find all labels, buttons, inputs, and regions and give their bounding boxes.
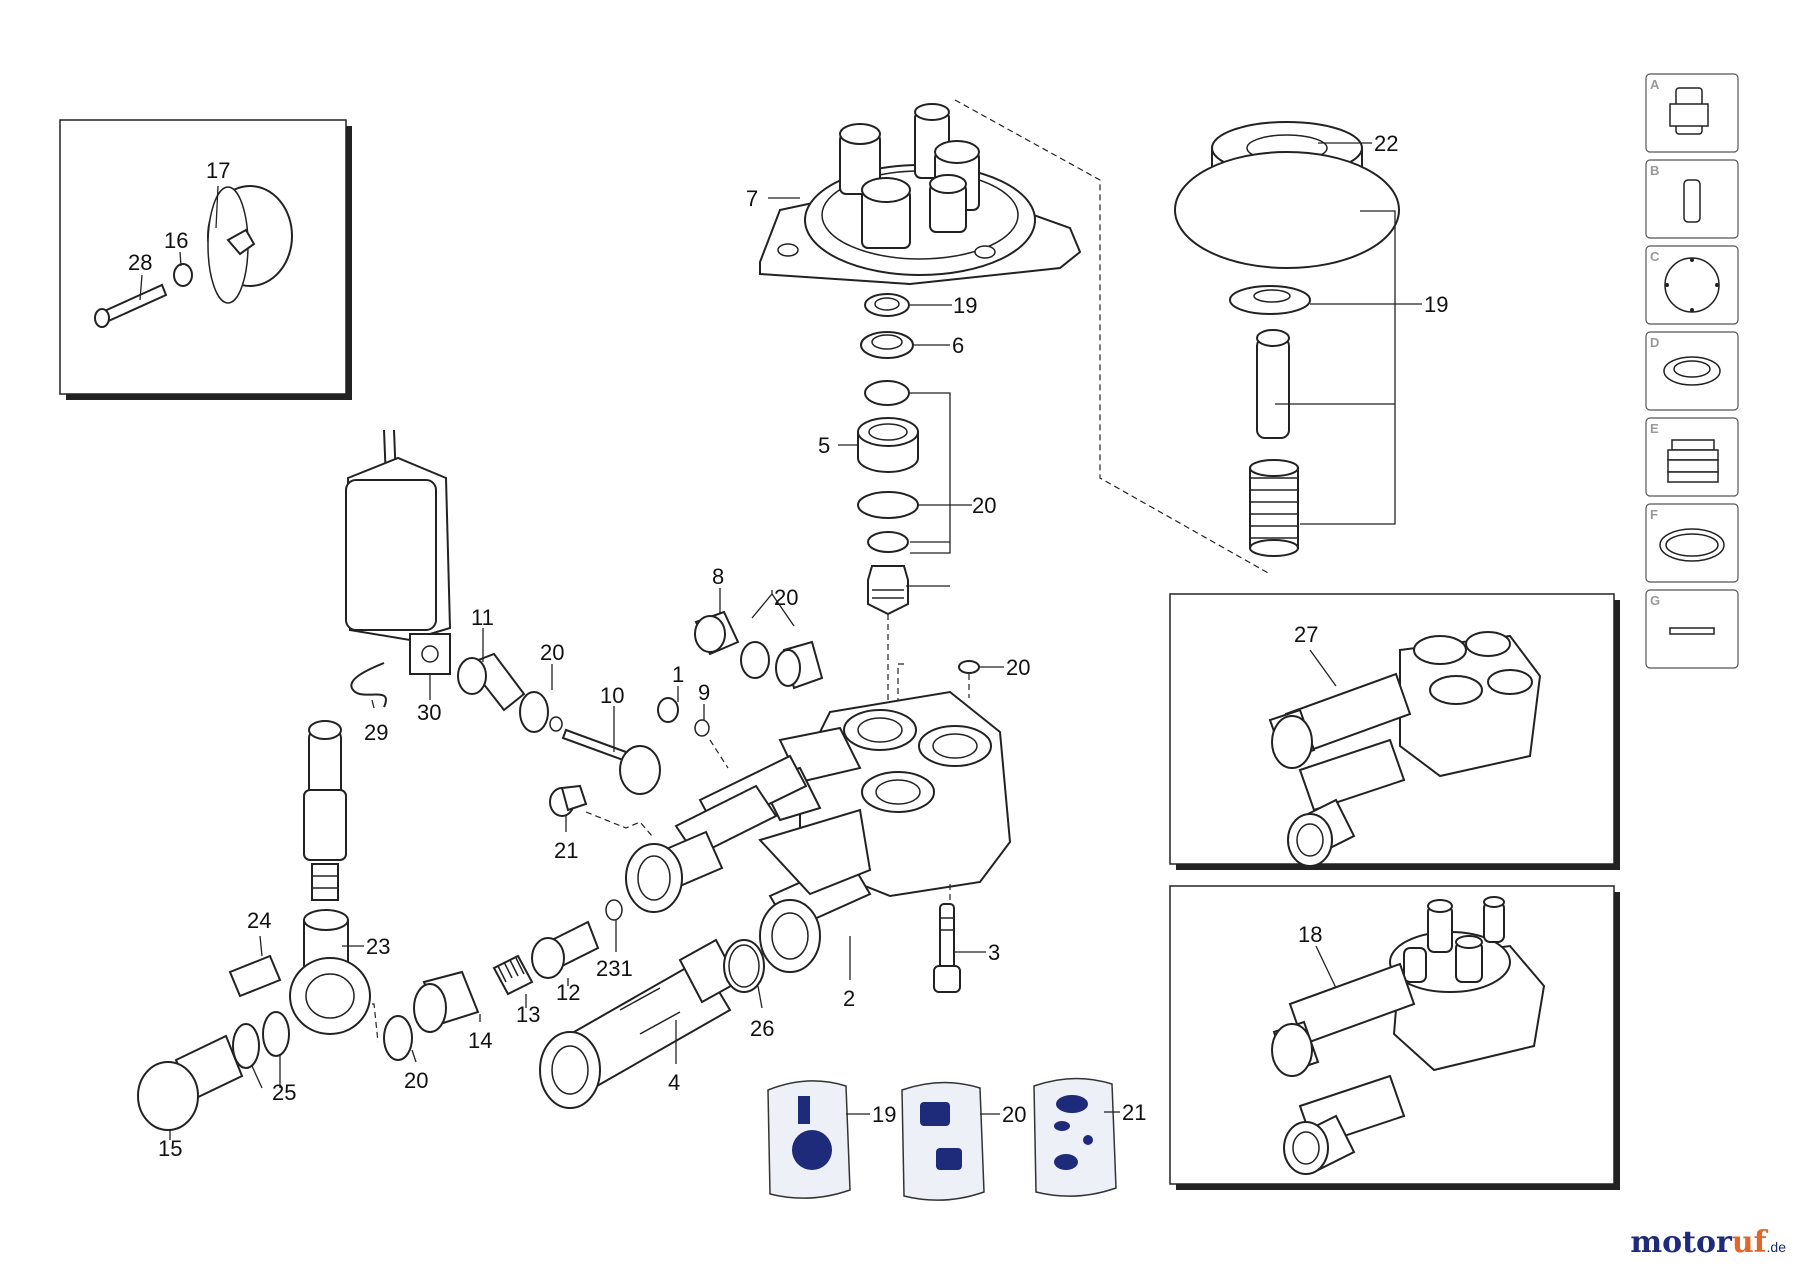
tile-label-d: D xyxy=(1650,335,1659,350)
callout-20-bypass: 20 xyxy=(540,640,564,665)
callout-16: 16 xyxy=(164,228,188,253)
callout-20-small: 20 xyxy=(1006,655,1030,680)
kit-bag-20 xyxy=(901,1081,985,1201)
bypass-parts xyxy=(457,652,710,795)
callout-19-stack: 19 xyxy=(953,293,977,318)
plug-8-parts xyxy=(694,610,824,690)
inset-detail-top-left: 17 16 28 xyxy=(59,119,352,400)
callout-17: 17 xyxy=(206,158,230,183)
check-valve-parts xyxy=(413,899,623,1033)
callout-8: 8 xyxy=(712,564,724,589)
kit-bag-21 xyxy=(1033,1077,1117,1197)
callout-29: 29 xyxy=(364,720,388,745)
callout-9: 9 xyxy=(698,680,710,705)
callout-23: 23 xyxy=(366,934,390,959)
callout-14: 14 xyxy=(468,1028,492,1053)
tile-label-c: C xyxy=(1650,249,1660,264)
variant-tiles: A B C D E F G xyxy=(1645,73,1739,669)
outlet-parts xyxy=(137,720,413,1131)
callout-24: 24 xyxy=(247,908,271,933)
callout-20-stack: 20 xyxy=(972,493,996,518)
callout-5: 5 xyxy=(818,433,830,458)
callout-11: 11 xyxy=(471,605,494,630)
callout-7: 7 xyxy=(746,186,758,211)
tile-label-b: B xyxy=(1650,163,1659,178)
tile-label-f: F xyxy=(1650,507,1658,522)
callout-21-plug: 21 xyxy=(554,838,578,863)
callout-20-outlet: 20 xyxy=(404,1068,428,1093)
callout-30: 30 xyxy=(417,700,441,725)
inset-variant-27 xyxy=(1169,593,1620,870)
callout-1: 1 xyxy=(672,662,684,687)
inset-variant-18 xyxy=(1169,885,1620,1190)
part-2-pump-housing xyxy=(625,690,1012,973)
callout-18: 18 xyxy=(1298,922,1322,947)
kit-bag-19 xyxy=(767,1080,851,1199)
callout-19-right: 19 xyxy=(1424,292,1448,317)
part-3-bolt xyxy=(933,903,961,993)
callout-12: 12 xyxy=(556,980,580,1005)
tile-label-e: E xyxy=(1650,421,1659,436)
callout-20-kit: 20 xyxy=(1002,1102,1026,1127)
unloader-housing xyxy=(345,429,452,708)
callout-231: 231 xyxy=(596,956,633,981)
callout-2: 2 xyxy=(843,986,855,1011)
callout-15: 15 xyxy=(158,1136,182,1161)
valve-stack xyxy=(857,293,919,616)
callout-10: 10 xyxy=(600,683,624,708)
motoruf-logo-icon: motoruf.de xyxy=(1630,1225,1786,1260)
tile-label-a: A xyxy=(1650,77,1660,92)
callout-3: 3 xyxy=(988,940,1000,965)
callout-28: 28 xyxy=(128,250,152,275)
tile-label-g: G xyxy=(1650,593,1660,608)
part-4-inlet-fitting xyxy=(539,938,740,1109)
part-7-cylinder-head xyxy=(759,103,1082,286)
callout-20-plug: 20 xyxy=(774,585,798,610)
callout-22: 22 xyxy=(1374,131,1398,156)
callout-6: 6 xyxy=(952,333,964,358)
callout-13: 13 xyxy=(516,1002,540,1027)
callout-19-kit: 19 xyxy=(872,1102,896,1127)
callout-27: 27 xyxy=(1294,622,1318,647)
callout-21-kit: 21 xyxy=(1122,1100,1146,1125)
piston-assembly-right xyxy=(1174,121,1400,557)
callout-4: 4 xyxy=(668,1070,680,1095)
callout-25: 25 xyxy=(272,1080,296,1105)
part-21-plug xyxy=(549,784,588,817)
callout-26: 26 xyxy=(750,1016,774,1041)
